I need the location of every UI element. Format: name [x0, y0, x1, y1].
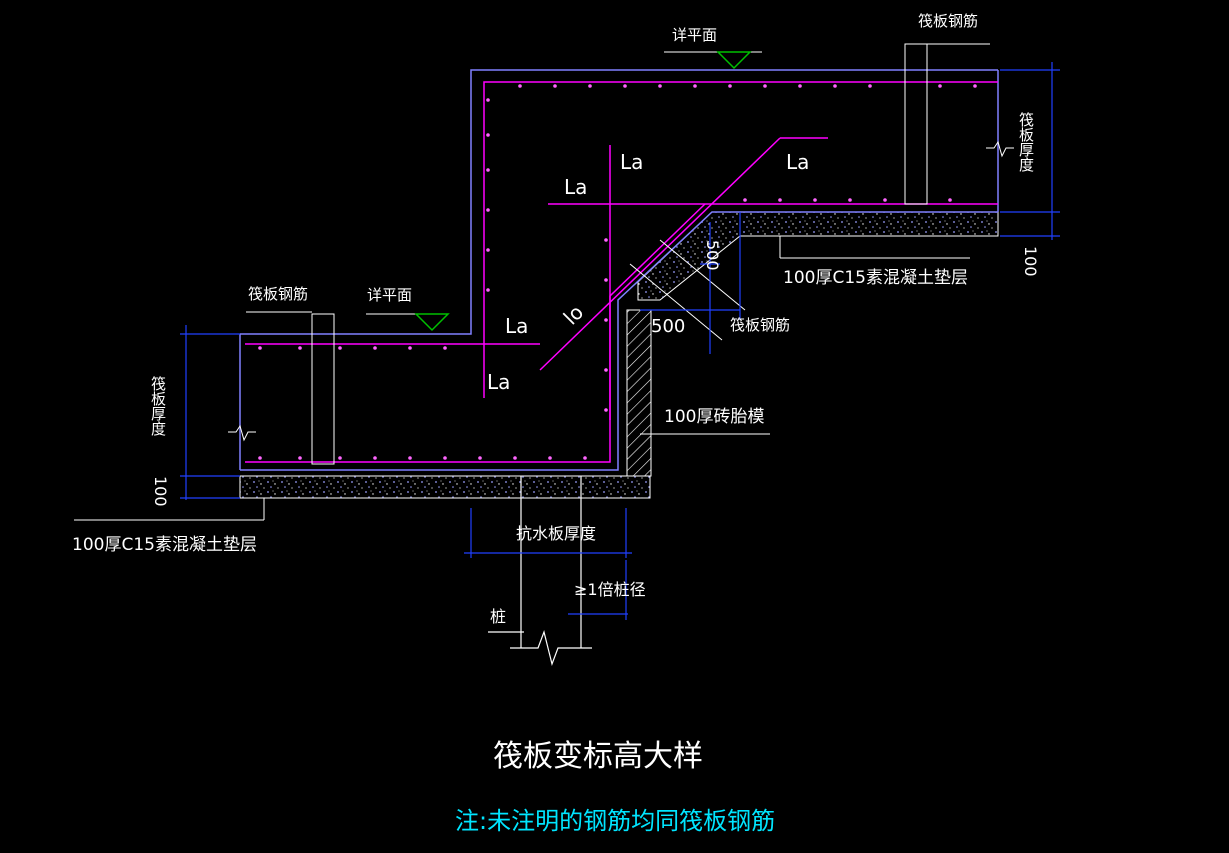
label-pile-diameter: ≥1倍桩径: [574, 580, 646, 599]
label-raft-rebar-top: 筏板钢筋: [918, 12, 979, 30]
label-la-5: La: [487, 370, 511, 394]
rebar-indicators: [74, 43, 990, 521]
label-anti-water-thickness: 抗水板厚度: [516, 524, 597, 543]
label-raft-thickness-left: 筏板厚度: [149, 376, 167, 436]
label-bedding-right: 100厚C15素混凝土垫层: [783, 268, 968, 288]
label-la-3: La: [786, 150, 810, 174]
label-dim-500-vertical: 500: [703, 240, 722, 271]
dimension-lines: [180, 62, 1060, 620]
label-bedding-left: 100厚C15素混凝土垫层: [72, 535, 257, 555]
label-la-2: La: [564, 175, 588, 199]
label-brick-formwork: 100厚砖胎模: [664, 407, 765, 427]
label-detail-plan-top: 详平面: [672, 26, 718, 44]
label-la-1: La: [620, 150, 644, 174]
label-detail-plan-left: 详平面: [367, 286, 413, 304]
label-pile: 桩: [490, 607, 507, 626]
drawing-note: 注:未注明的钢筋均同筏板钢筋: [455, 807, 776, 835]
level-mark-top: [716, 51, 752, 70]
label-la-4: La: [505, 314, 529, 338]
label-raft-rebar-left: 筏板钢筋: [248, 285, 309, 303]
pile: [488, 476, 592, 667]
label-dim-100-right: 100: [1021, 246, 1040, 277]
bedding-layer-left: [239, 475, 651, 499]
concrete-outline: [239, 69, 999, 471]
label-raft-rebar-mid: 筏板钢筋: [730, 316, 791, 334]
label-raft-thickness-right: 筏板厚度: [1017, 112, 1035, 172]
label-dim-100-left: 100: [151, 476, 170, 507]
break-marks: [228, 140, 1014, 442]
brick-formwork-hatch: [626, 309, 652, 477]
rebar-dots: [258, 84, 977, 460]
level-mark-left: [414, 313, 450, 332]
bedding-layer-right: [637, 211, 999, 301]
drawing-title: 筏板变标高大样: [493, 739, 703, 774]
label-dim-500-horizontal: 500: [651, 316, 686, 337]
